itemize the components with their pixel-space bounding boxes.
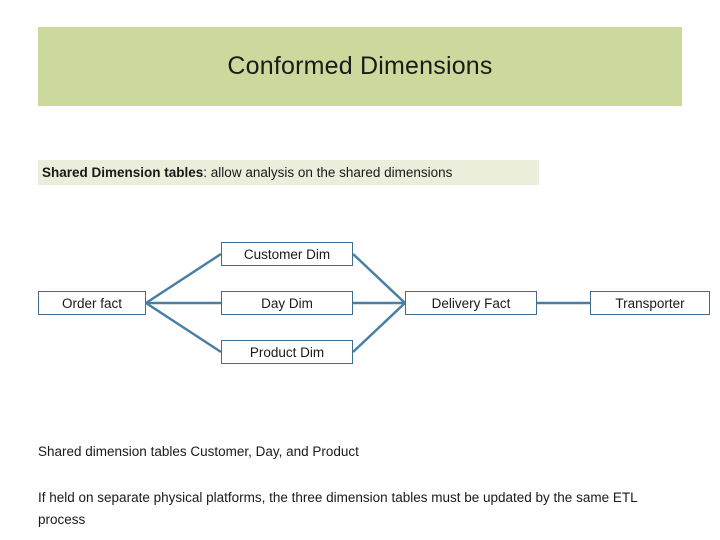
node-transporter[interactable]: Transporter xyxy=(590,291,710,315)
note-line-1: Shared dimension tables Customer, Day, a… xyxy=(38,444,359,459)
subtitle-strip: Shared Dimension tables: allow analysis … xyxy=(38,160,539,185)
node-delivery-fact[interactable]: Delivery Fact xyxy=(405,291,537,315)
diagram-connectors xyxy=(145,252,590,354)
node-delivery-fact-label: Delivery Fact xyxy=(431,295,511,311)
node-product-dim-label: Product Dim xyxy=(249,344,325,360)
connector-customer-delivery xyxy=(352,253,406,304)
node-order-fact-label: Order fact xyxy=(61,295,123,311)
node-customer-dim[interactable]: Customer Dim xyxy=(221,242,353,266)
page-title: Conformed Dimensions xyxy=(227,52,493,80)
connector-product-delivery xyxy=(352,302,406,353)
node-day-dim[interactable]: Day Dim xyxy=(221,291,353,315)
subtitle-bold-text: Shared Dimension tables xyxy=(42,165,204,180)
node-day-dim-label: Day Dim xyxy=(261,295,313,311)
connector-order-customer xyxy=(145,252,222,305)
subtitle-rest-text: : allow analysis on the shared dimension… xyxy=(203,165,453,180)
title-banner: Conformed Dimensions xyxy=(38,27,682,106)
node-customer-dim-label: Customer Dim xyxy=(243,246,331,262)
note-line-2: If held on separate physical platforms, … xyxy=(38,490,638,527)
connector-order-product xyxy=(145,301,222,354)
conformed-dimensions-diagram: Customer Dim Day Dim Product Dim Order f… xyxy=(0,230,720,380)
node-transporter-label: Transporter xyxy=(615,295,685,311)
node-order-fact[interactable]: Order fact xyxy=(38,291,146,315)
node-product-dim[interactable]: Product Dim xyxy=(221,340,353,364)
